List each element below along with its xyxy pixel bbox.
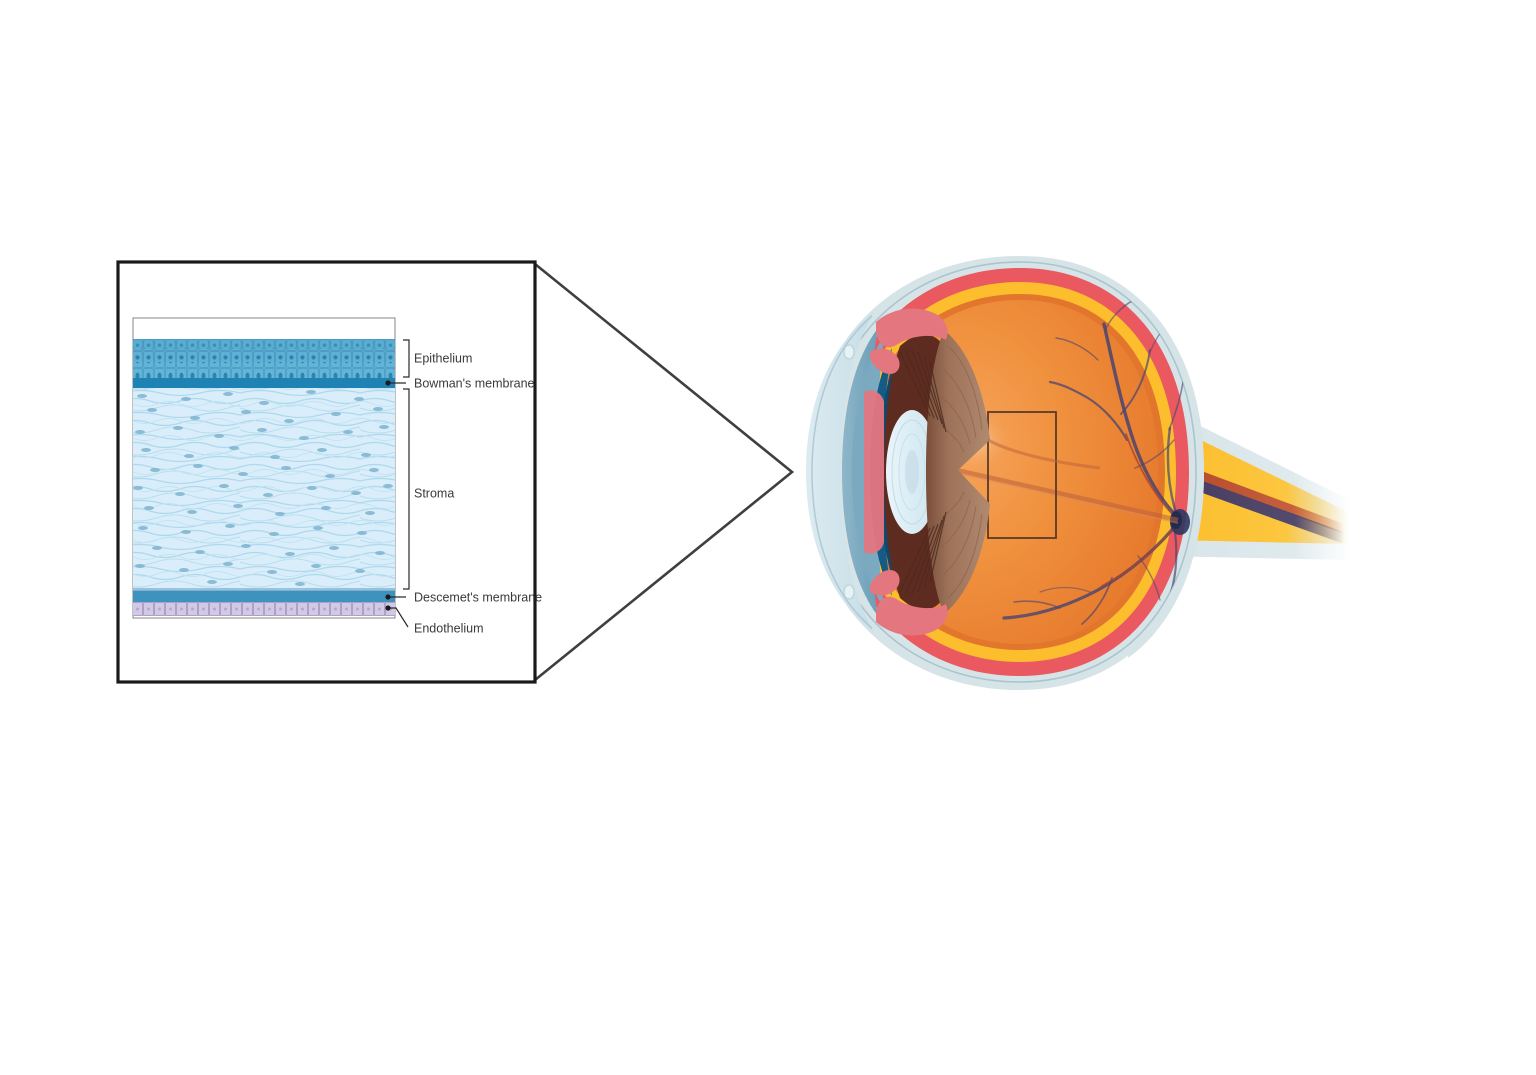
stroma-bracket (403, 388, 410, 590)
magnification-connector (534, 262, 795, 682)
descemets-membrane (133, 590, 395, 602)
label-endothelium: Endothelium (414, 621, 484, 635)
label-stroma: Stroma (414, 486, 454, 500)
optic-nerve (1160, 406, 1350, 560)
layer-annotations (388, 339, 410, 628)
bowmans-membrane (133, 378, 395, 388)
epithelium (133, 339, 395, 378)
corneal-layers-magnified-panel: Epithelium Bowman's membrane Stroma Desc… (116, 260, 542, 684)
endothelium (133, 602, 395, 616)
label-bowmans-membrane: Bowman's membrane (414, 376, 535, 390)
ciliary-body (926, 330, 990, 614)
keratocytes (133, 390, 393, 586)
epithelium-bracket (403, 339, 410, 378)
suspensory-ligaments (899, 349, 947, 595)
anterior-segment (806, 308, 1101, 636)
annotation-dots (385, 380, 391, 611)
label-epithelium: Epithelium (414, 351, 472, 365)
macula-marker-box (987, 411, 1057, 539)
label-descemets-membrane: Descemet's membrane (414, 590, 542, 604)
eye-cross-section (806, 256, 1350, 690)
ciliary-muscle (876, 308, 948, 348)
endothelium-leader (388, 607, 409, 628)
stroma (133, 388, 395, 590)
